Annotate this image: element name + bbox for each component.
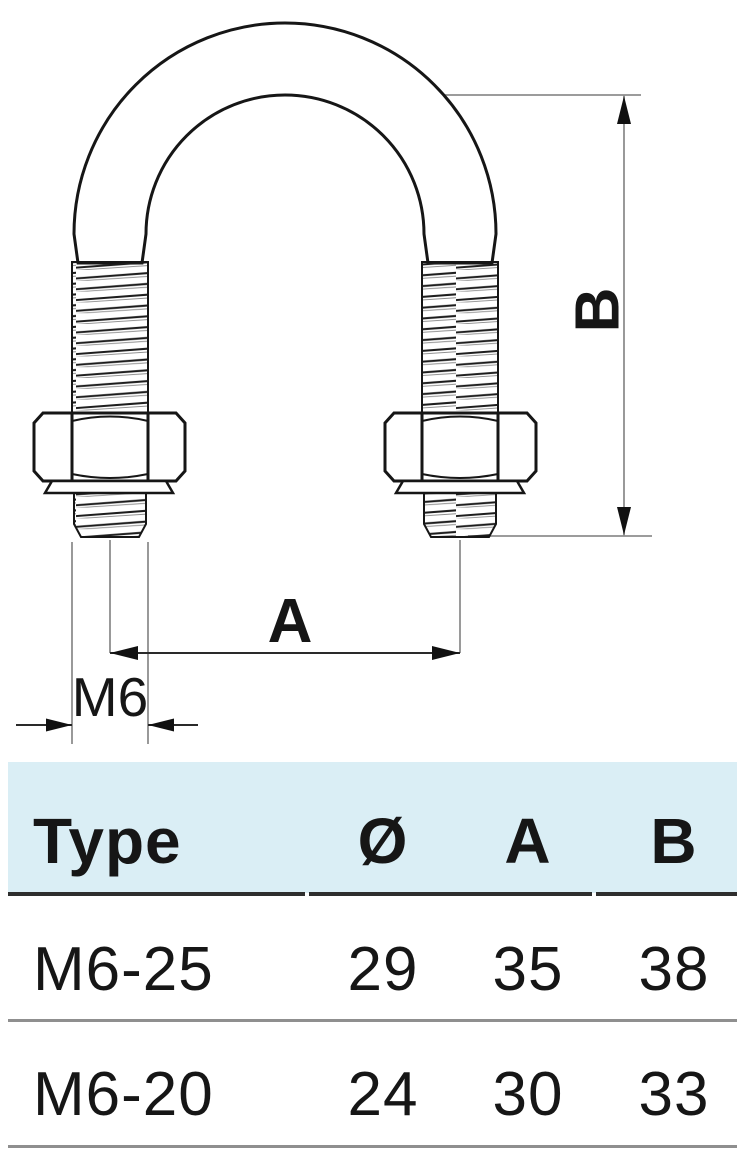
dim-label-b: B <box>564 288 633 333</box>
left-upper-thread <box>71 261 149 415</box>
table-row-m6-20: M6-20 24 30 33 <box>8 1022 737 1145</box>
header-rule-segment <box>596 892 737 896</box>
u-bolt-body <box>32 21 538 538</box>
cell-type: M6-20 <box>33 1060 214 1129</box>
spec-table: Type Ø A B M6-25 29 35 38 M6-20 24 30 33 <box>8 762 737 1154</box>
u-bend <box>72 21 498 265</box>
thread-size-label: M6 <box>72 666 148 728</box>
left-washer <box>42 479 176 495</box>
table-bottom-rule <box>8 1145 737 1148</box>
spec-table-header-row: Type Ø A B <box>8 762 737 893</box>
right-washer <box>393 479 527 495</box>
row-separator <box>8 1019 737 1022</box>
left-lower-thread <box>73 491 147 538</box>
extension-lines <box>71 94 652 744</box>
u-bolt-technical-drawing: A B M6 <box>16 21 652 744</box>
cell-diameter: 29 <box>347 934 419 1004</box>
cell-a: 30 <box>492 1060 564 1129</box>
cell-diameter: 24 <box>347 1060 419 1129</box>
header-rule-segment <box>309 892 592 896</box>
col-header-diameter: Ø <box>357 804 409 877</box>
dim-label-a: A <box>268 587 313 656</box>
cell-a: 35 <box>492 934 564 1004</box>
cell-type: M6-25 <box>33 934 214 1004</box>
right-upper-thread <box>421 261 499 415</box>
cell-b: 33 <box>638 1060 710 1129</box>
u-bolt-svg: A B M6 <box>16 21 652 744</box>
cell-b: 38 <box>638 934 710 1004</box>
table-row-m6-25: M6-25 29 35 38 <box>8 897 737 1019</box>
header-rule-segment <box>8 892 305 896</box>
right-nut <box>383 411 538 483</box>
right-lower-thread <box>423 491 497 538</box>
col-header-type: Type <box>33 804 182 877</box>
left-nut <box>32 411 187 483</box>
col-header-b: B <box>650 804 698 877</box>
dimension-arrowheads <box>46 96 631 732</box>
col-header-a: A <box>504 804 552 877</box>
